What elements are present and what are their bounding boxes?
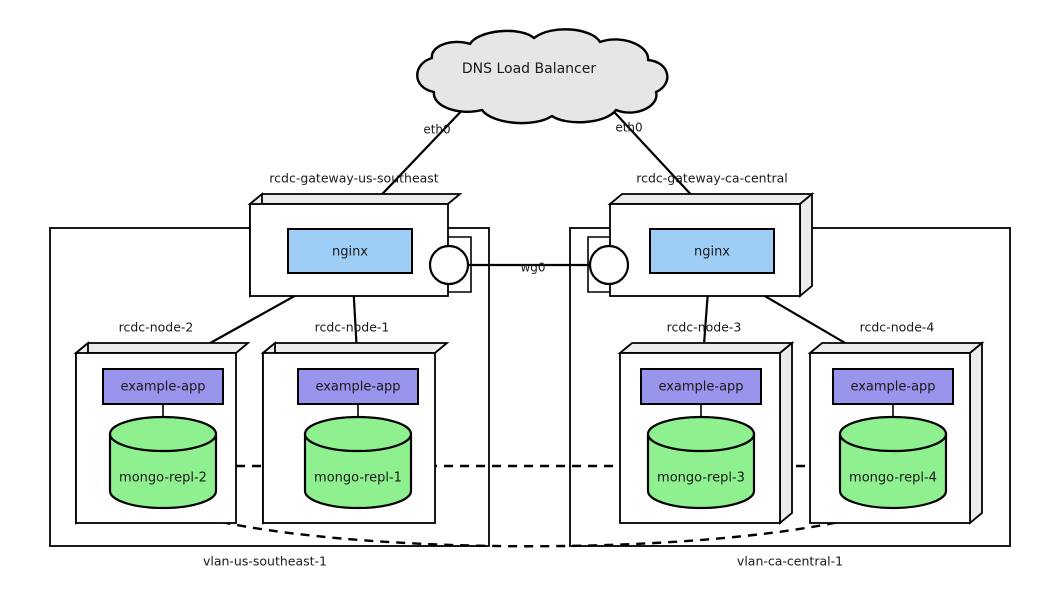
node3-app-label: example-app [658, 380, 743, 395]
node2-top-face [73, 342, 251, 354]
gateway-ca-wg0-endpoint [588, 244, 630, 286]
gateway-ca-label: rcdc-gateway-ca-central [636, 171, 788, 186]
node2-app-label: example-app [120, 380, 205, 395]
node4-label: rcdc-node-4 [860, 320, 935, 335]
node2-label: rcdc-node-2 [119, 320, 194, 335]
node4-db-label: mongo-repl-4 [849, 471, 937, 486]
node-rcdc-node-4: rcdc-node-4 mongo-repl-4 example-app [807, 320, 985, 525]
node1-db-label: mongo-repl-1 [314, 471, 402, 486]
node3-right-face [779, 341, 793, 525]
node4-top-face [807, 342, 985, 354]
cloud-label: DNS Load Balancer [462, 61, 596, 77]
gateway-us-top-face [247, 193, 463, 205]
node3-label: rcdc-node-3 [667, 320, 742, 335]
node1-app-box [297, 368, 419, 405]
node2-app-box [102, 368, 224, 405]
node1-app-label: example-app [315, 380, 400, 395]
node1-top-face [260, 342, 450, 354]
node3-app-box [640, 368, 762, 405]
dns-load-balancer-cloud: DNS Load Balancer [416, 28, 669, 125]
wg0-label: wg0 [520, 261, 545, 275]
node-rcdc-node-2: rcdc-node-2 mongo-repl-2 example-app [73, 320, 251, 525]
eth0-label-left: eth0 [423, 123, 450, 137]
node4-right-face [969, 341, 983, 525]
node4-app-label: example-app [850, 380, 935, 395]
node3-database: mongo-repl-3 [646, 415, 756, 510]
node4-app-box [832, 368, 954, 405]
node3-top-face [617, 342, 795, 354]
gateway-ca-central: nginx rcdc-gateway-ca-central [587, 171, 815, 298]
node-rcdc-node-1: rcdc-node-1 mongo-repl-1 example-app [260, 320, 450, 525]
node4-database: mongo-repl-4 [838, 415, 948, 510]
vlan-label-ca-central: vlan-ca-central-1 [737, 554, 843, 569]
gateway-us-label: rcdc-gateway-us-southeast [269, 171, 439, 186]
gateway-ca-right-face [799, 192, 813, 298]
gateway-ca-nginx-box [649, 228, 775, 274]
eth0-label-right: eth0 [615, 121, 642, 135]
gateway-us-wg0-endpoint [428, 244, 470, 286]
gateway-us-nginx-box [287, 228, 413, 274]
gateway-ca-nginx-label: nginx [694, 245, 730, 260]
node2-database: mongo-repl-2 [108, 415, 218, 510]
gateway-us-nginx-label: nginx [332, 245, 368, 260]
node1-label: rcdc-node-1 [315, 320, 390, 335]
gateway-ca-top-face [607, 193, 815, 205]
gateway-us-southeast: nginx rcdc-gateway-us-southeast [247, 171, 472, 298]
replication-link-curved [159, 503, 901, 548]
node3-db-label: mongo-repl-3 [657, 471, 745, 486]
node1-database: mongo-repl-1 [303, 415, 413, 510]
node-rcdc-node-3: rcdc-node-3 mongo-repl-3 example-app [617, 320, 795, 525]
vlan-label-us-southeast: vlan-us-southeast-1 [203, 554, 327, 569]
node2-db-label: mongo-repl-2 [119, 471, 207, 486]
